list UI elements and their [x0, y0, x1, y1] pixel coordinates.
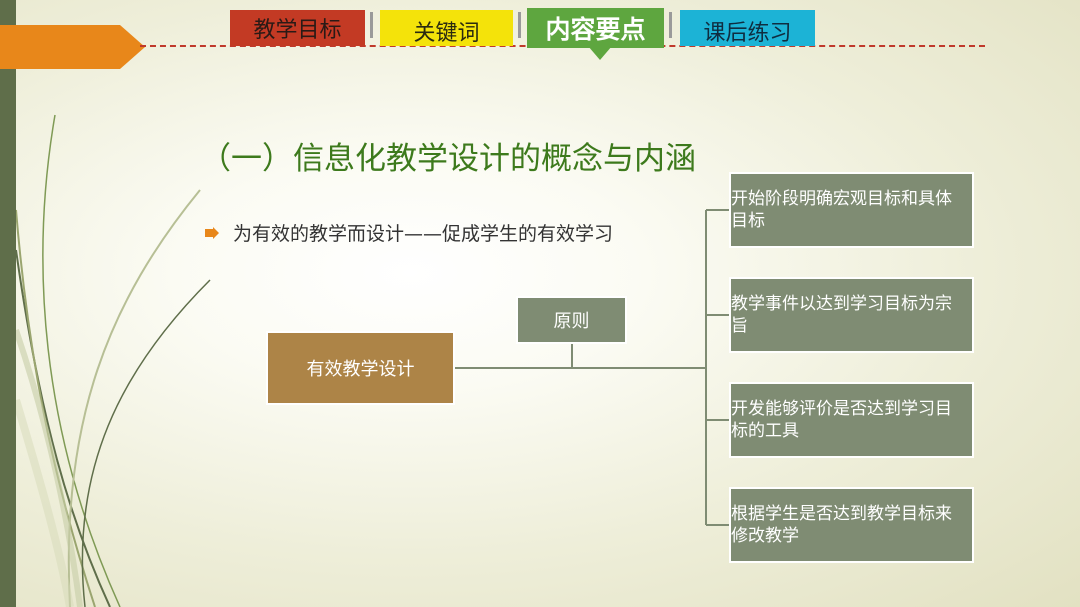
- tab-separator: [518, 12, 521, 38]
- tab-separator: [669, 12, 672, 38]
- principle-item-1: 开始阶段明确宏观目标和具体目标: [729, 172, 974, 248]
- slide-title: （一）信息化教学设计的概念与内涵: [200, 141, 696, 177]
- principle-item-2: 教学事件以达到学习目标为宗旨: [729, 277, 974, 353]
- bullet-text: 为有效的教学而设计——促成学生的有效学习: [233, 223, 614, 245]
- orange-arrow-icon: [0, 25, 145, 69]
- left-sidebar-bar: [0, 0, 16, 607]
- principle-item-text: 开发能够评价是否达到学习目标的工具: [731, 399, 952, 441]
- principle-item-4: 根据学生是否达到教学目标来修改教学: [729, 487, 974, 563]
- tab-exercises[interactable]: 课后练习: [680, 10, 815, 46]
- principle-item-text: 根据学生是否达到教学目标来修改教学: [731, 504, 952, 546]
- arrow-bullet-icon: [205, 226, 219, 239]
- tab-content-points[interactable]: 内容要点: [527, 8, 664, 48]
- bullet-point: 为有效的教学而设计——促成学生的有效学习: [205, 219, 613, 246]
- principle-item-text: 开始阶段明确宏观目标和具体目标: [731, 189, 952, 231]
- tab-teaching-goals[interactable]: 教学目标: [230, 10, 365, 46]
- active-tab-pointer-icon: [588, 46, 612, 60]
- tab-keywords[interactable]: 关键词: [380, 10, 513, 46]
- principle-item-3: 开发能够评价是否达到学习目标的工具: [729, 382, 974, 458]
- tab-separator: [370, 12, 373, 38]
- principle-item-text: 教学事件以达到学习目标为宗旨: [731, 294, 952, 336]
- principle-label-node: 原则: [516, 296, 627, 344]
- root-node-effective-design: 有效教学设计: [266, 331, 455, 405]
